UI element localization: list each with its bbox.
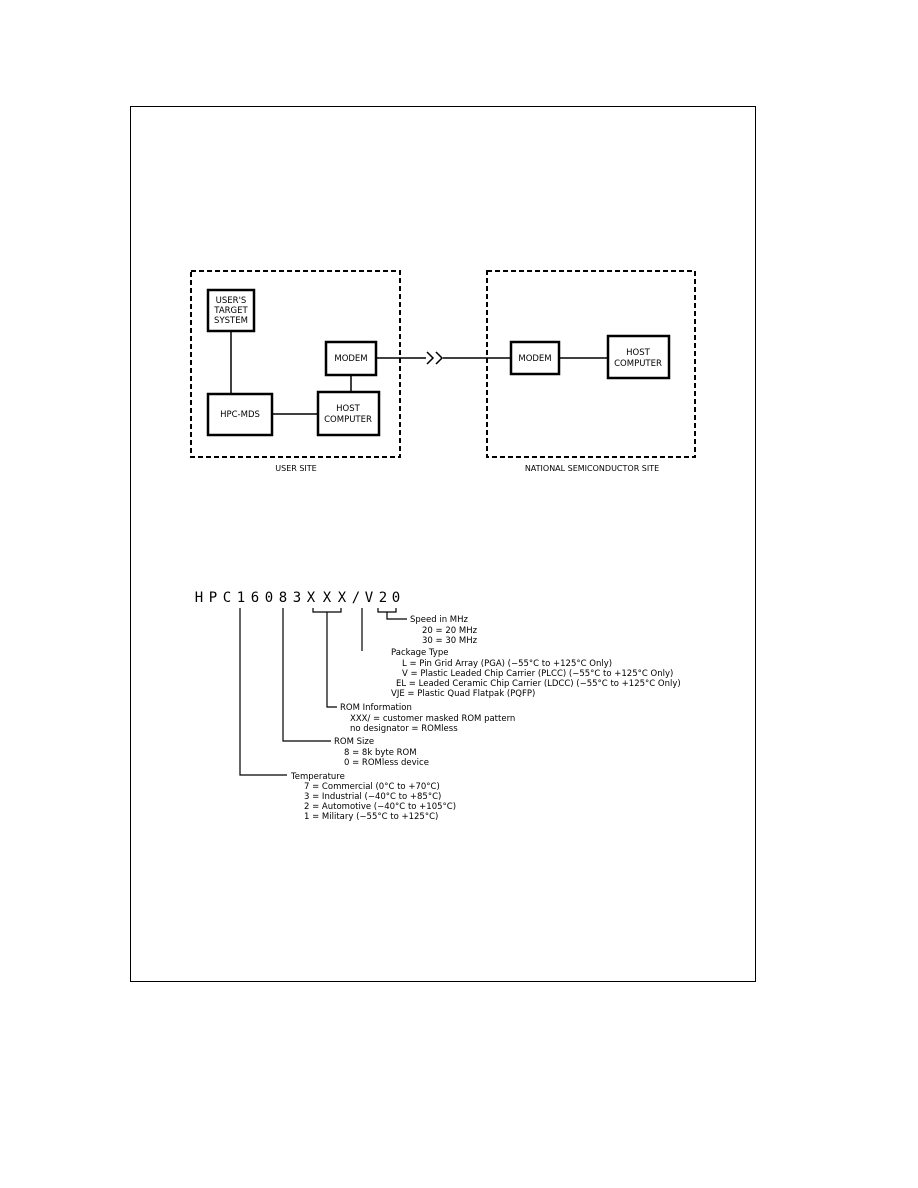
code-char-temperature: 1 — [237, 590, 245, 606]
user-site-boundary — [190, 270, 401, 458]
code-char-x3: X — [338, 590, 347, 606]
host-computer-user-box — [316, 390, 381, 437]
host-computer-user-label-2: COMPUTER — [324, 415, 372, 425]
code-char-3: 3 — [293, 590, 301, 606]
code-char-package: V — [365, 590, 374, 606]
national-site-label: NATIONAL SEMICONDUCTOR SITE — [525, 464, 659, 473]
speed-leader — [377, 608, 397, 613]
rom-info-line-1: XXX/ = customer masked ROM pattern — [350, 714, 515, 724]
speed-line-2: 30 = 30 MHz — [422, 636, 478, 646]
hpc-mds-box — [206, 392, 274, 437]
rom-size-line-2: 0 = ROMless device — [344, 758, 429, 768]
modem-national-label: MODEM — [518, 354, 551, 364]
hpc-mds-label: HPC-MDS — [220, 410, 260, 420]
part-number-leaders — [239, 608, 407, 776]
speed-title: Speed in MHz — [410, 615, 469, 625]
host-computer-user-label-1: HOST — [336, 404, 360, 414]
temperature-line-2: 3 = Industrial (−40°C to +85°C) — [304, 792, 441, 802]
host-computer-national-label-1: HOST — [626, 348, 650, 358]
code-char-c: C — [223, 590, 231, 606]
target-system-label-3: SYSTEM — [214, 316, 248, 326]
target-system-label-2: TARGET — [213, 306, 248, 316]
code-char-speed: 0 — [392, 590, 400, 606]
temperature-line-3: 2 = Automotive (−40°C to +105°C) — [304, 802, 456, 812]
user-site-label: USER SITE — [275, 464, 316, 473]
code-char-0: 0 — [265, 590, 273, 606]
phone-line-break-icon — [426, 351, 444, 365]
modem-national-box — [509, 340, 561, 376]
package-line-4: VJE = Plastic Quad Flatpak (PQFP) — [391, 689, 535, 699]
modem-user-label: MODEM — [334, 354, 367, 364]
speed-line-1: 20 = 20 MHz — [422, 626, 478, 636]
code-char-slash: / — [352, 590, 360, 606]
package-line-2: V = Plastic Leaded Chip Carrier (PLCC) (… — [402, 669, 673, 679]
rom-size-line-1: 8 = 8k byte ROM — [344, 748, 417, 758]
target-system-label-1: USER'S — [216, 296, 247, 306]
code-char-h: H — [195, 590, 203, 606]
rom-info-title: ROM Information — [340, 703, 412, 713]
connection-diagram — [190, 270, 696, 458]
code-char-x1: X — [307, 590, 316, 606]
national-site-boundary — [486, 270, 696, 458]
temperature-title: Temperature — [290, 772, 345, 782]
speed-leader-down — [386, 612, 407, 620]
temperature-line-4: 1 = Military (−55°C to +125°C) — [304, 812, 438, 822]
part-number-code: H P C 1 6 0 8 3 X X X / V 2 0 — [195, 590, 400, 606]
modem-user-box — [324, 340, 378, 377]
temperature-leader — [239, 608, 287, 776]
code-char-p: P — [209, 590, 217, 606]
rom-size-leader — [282, 608, 331, 742]
code-char-2: 2 — [379, 590, 387, 606]
package-line-3: EL = Leaded Ceramic Chip Carrier (LDCC) … — [396, 679, 681, 689]
code-char-6: 6 — [251, 590, 259, 606]
page-frame — [130, 106, 756, 982]
part-number-descriptions: Speed in MHz 20 = 20 MHz 30 = 30 MHz Pac… — [290, 615, 681, 822]
code-char-x2: X — [323, 590, 332, 606]
code-char-rom-size: 8 — [279, 590, 287, 606]
package-title: Package Type — [391, 648, 448, 658]
host-computer-national-label-2: COMPUTER — [614, 359, 662, 369]
host-computer-national-box — [606, 334, 671, 380]
rom-size-title: ROM Size — [334, 737, 374, 747]
temperature-line-1: 7 = Commercial (0°C to +70°C) — [304, 782, 440, 792]
user-target-system-box — [206, 288, 256, 333]
connection-labels: USER'S TARGET SYSTEM HPC-MDS HOST COMPUT… — [213, 296, 662, 473]
package-line-1: L = Pin Grid Array (PGA) (−55°C to +125°… — [402, 659, 612, 669]
rom-info-line-2: no designator = ROMless — [350, 724, 458, 734]
rom-info-leader — [326, 612, 337, 708]
rom-info-bracket — [312, 608, 342, 613]
